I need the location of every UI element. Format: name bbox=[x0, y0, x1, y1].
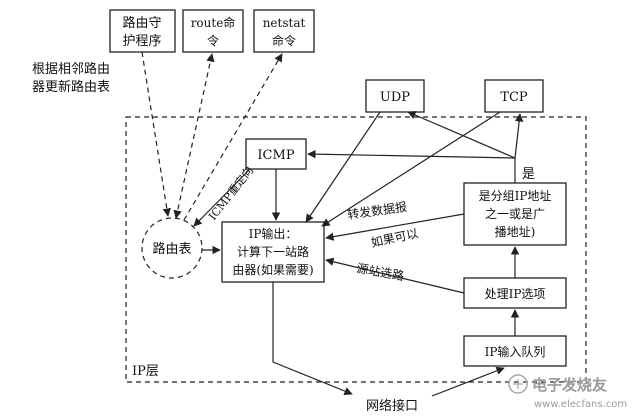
udp-label: UDP bbox=[380, 90, 410, 105]
ip-output-line2: 计算下一站路 bbox=[237, 244, 309, 259]
routing-daemon-line2: 护程序 bbox=[122, 34, 161, 49]
watermark-logo: 电子发烧友 www.elecfans.com bbox=[508, 374, 627, 410]
route-command-line1: route命 bbox=[191, 15, 236, 30]
ip-output-line1: IP输出： bbox=[249, 226, 298, 241]
ip-input-queue-label: IP输入队列 bbox=[485, 344, 546, 359]
ip-layer-label: IP层 bbox=[132, 364, 159, 379]
routing-daemon-line1: 路由守 bbox=[122, 15, 161, 31]
edge-check-to-tcp bbox=[514, 113, 524, 159]
edge-interface-to-queue bbox=[431, 366, 505, 397]
routing-table-label: 路由表 bbox=[152, 241, 191, 257]
edge-icmp-to-table bbox=[193, 168, 251, 227]
network-interface-label: 网络接口 bbox=[366, 398, 418, 414]
own-ip-check-line2: 之一或是广 bbox=[485, 207, 545, 221]
process-ip-options-label: 处理IP选项 bbox=[485, 287, 546, 301]
icmp-label: ICMP bbox=[257, 148, 294, 163]
watermark-url: www.elecfans.com bbox=[534, 399, 627, 410]
route-command-box bbox=[182, 9, 244, 53]
netstat-command-line1: netstat bbox=[263, 16, 306, 30]
update-note-line2: 器更新路由表 bbox=[32, 79, 110, 95]
ip-output-box bbox=[221, 221, 325, 283]
update-note-line1: 根据相邻路由 bbox=[32, 61, 110, 77]
edge-check-to-udp bbox=[407, 111, 516, 183]
edge-tcp-to-output bbox=[321, 111, 501, 227]
ip-output-line3: 由器(如果需要) bbox=[232, 262, 313, 277]
yes-label: 是 bbox=[522, 167, 535, 182]
own-ip-check-box bbox=[463, 182, 567, 246]
routing-table-circle bbox=[141, 217, 203, 279]
icmp-box bbox=[245, 138, 307, 170]
udp-box bbox=[365, 79, 425, 113]
own-ip-check-line1: 是分组IP地址 bbox=[479, 189, 552, 203]
forward-label: 转发数据报 bbox=[346, 199, 408, 222]
edge-table-to-route bbox=[173, 53, 215, 219]
route-command-line2: 令 bbox=[207, 33, 219, 48]
ip-layer-boundary bbox=[125, 116, 587, 383]
tcp-box bbox=[484, 79, 544, 113]
edge-forward bbox=[325, 213, 465, 241]
edge-daemon-to-table bbox=[141, 51, 171, 217]
tcp-label: TCP bbox=[500, 90, 528, 105]
edge-udp-to-output bbox=[305, 111, 381, 223]
edge-check-to-icmp bbox=[307, 149, 516, 159]
edge-source-route bbox=[325, 257, 465, 294]
netstat-command-box bbox=[253, 9, 315, 53]
source-route-label: 源站选路 bbox=[355, 260, 405, 283]
icmp-redirect-label: ICMP重定向 bbox=[205, 163, 256, 222]
watermark-title: 电子发烧友 bbox=[532, 376, 607, 394]
own-ip-check-line3: 播地址) bbox=[495, 225, 536, 239]
process-ip-options-box bbox=[463, 277, 567, 309]
edge-output-to-interface bbox=[272, 282, 353, 396]
netstat-command-line2: 命令 bbox=[272, 33, 296, 48]
